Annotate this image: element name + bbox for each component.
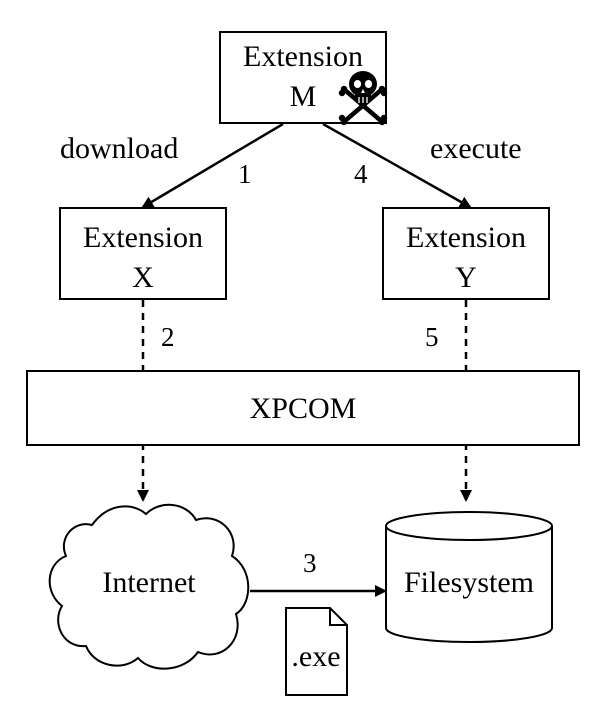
- step-2-label: 2: [161, 322, 175, 352]
- extension-m-node: Extension M: [219, 31, 388, 126]
- extension-y-label: Extension: [406, 221, 526, 254]
- exe-file-icon: .exe: [285, 607, 348, 696]
- extension-y-node: Extension Y: [382, 207, 550, 300]
- download-label: download: [60, 132, 178, 165]
- xpcom-layer: XPCOM: [26, 370, 580, 446]
- extension-x-letter: X: [132, 261, 154, 294]
- filesystem-label: Filesystem: [404, 566, 534, 599]
- extension-y-letter: Y: [455, 261, 477, 294]
- step-1-label: 1: [238, 159, 252, 189]
- extension-x-label: Extension: [83, 221, 203, 254]
- exe-file-label: .exe: [291, 640, 340, 673]
- step-3-label: 3: [303, 548, 317, 578]
- internet-label: Internet: [102, 566, 196, 599]
- xpcom-label: XPCOM: [250, 392, 357, 425]
- download-arrow: [141, 122, 284, 209]
- step-5-label: 5: [425, 322, 439, 352]
- extension-m-letter: M: [290, 80, 317, 113]
- execute-label: execute: [430, 132, 522, 165]
- extension-x-node: Extension X: [59, 207, 227, 300]
- execute-arrow: [322, 122, 472, 209]
- step-4-label: 4: [354, 159, 368, 189]
- internet-cloud: Internet: [48, 503, 250, 670]
- filesystem-cylinder: Filesystem: [385, 511, 553, 643]
- extension-m-label: Extension: [243, 40, 363, 73]
- skull-and-crossbones-icon: [338, 71, 388, 126]
